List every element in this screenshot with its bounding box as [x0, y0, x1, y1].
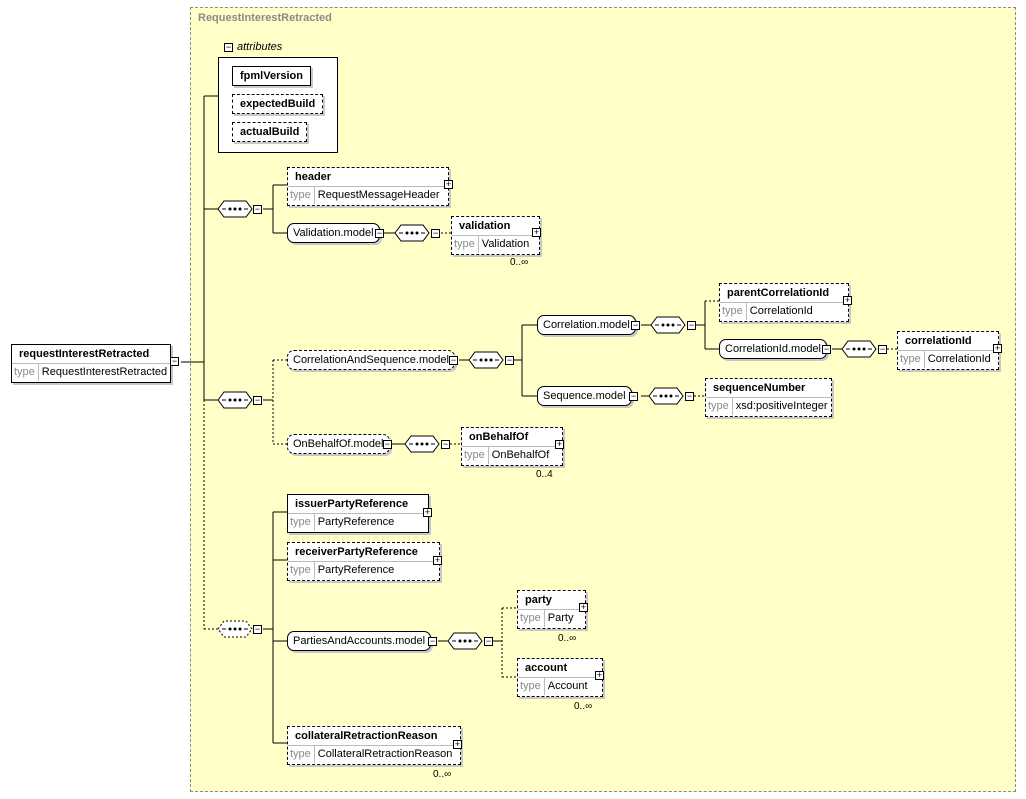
account-expand-toggle[interactable]: +: [595, 670, 604, 680]
correlationid-sequence-collapse-toggle[interactable]: −: [878, 344, 887, 354]
element-correlationid-name: correlationId: [905, 335, 972, 347]
element-onbehalfof-type: OnBehalfOf: [491, 449, 550, 461]
receiverpartyreference-expand-toggle[interactable]: +: [433, 555, 442, 565]
element-issuerpartyreference-type: PartyReference: [317, 516, 395, 528]
type-label: type: [288, 746, 315, 763]
type-label: type: [288, 514, 315, 531]
sequence-1-collapse-toggle[interactable]: −: [253, 204, 262, 214]
type-label: type: [720, 303, 747, 320]
header-expand-toggle[interactable]: +: [444, 179, 453, 189]
element-issuerpartyreference-name: issuerPartyReference: [295, 498, 409, 510]
onbehalfof-sequence-collapse-toggle[interactable]: −: [441, 439, 450, 449]
onbehalfof-expand-toggle[interactable]: +: [555, 439, 564, 449]
validation-expand-toggle[interactable]: +: [532, 227, 541, 237]
sequence-model-sequence-collapse-toggle[interactable]: −: [685, 391, 694, 401]
onbehalfof-model-collapse-toggle[interactable]: −: [383, 439, 392, 449]
type-label: type: [288, 187, 315, 204]
type-label: type: [12, 364, 39, 381]
type-label: type: [518, 610, 545, 627]
collateralretractionreason-expand-toggle[interactable]: +: [453, 739, 462, 749]
party-occurrence: 0..∞: [558, 633, 577, 644]
attributes-collapse-toggle[interactable]: −: [224, 42, 233, 52]
element-parentcorrelationid-type: CorrelationId: [749, 305, 813, 317]
complex-type-title: RequestInterestRetracted: [198, 12, 332, 24]
type-label: type: [706, 398, 733, 415]
parentcorrelationid-expand-toggle[interactable]: +: [843, 295, 852, 305]
account-occurrence: 0..∞: [574, 701, 593, 712]
element-correlationid-type: CorrelationId: [927, 353, 991, 365]
corrseq-model-collapse-toggle[interactable]: −: [449, 355, 458, 365]
element-validation-name: validation: [459, 220, 511, 232]
type-label: type: [288, 562, 315, 579]
element-sequencenumber-type: xsd:positiveInteger: [735, 400, 828, 412]
group-correlationid-model[interactable]: CorrelationId.model: [719, 339, 827, 359]
type-label: type: [898, 351, 925, 368]
element-validation-type: Validation: [481, 238, 530, 250]
party-expand-toggle[interactable]: +: [579, 602, 588, 612]
attribute-actualbuild[interactable]: actualBuild: [232, 122, 308, 142]
group-sequence-model[interactable]: Sequence.model: [537, 386, 632, 406]
sequence-dots: [228, 207, 866, 643]
root-element-type: RequestInterestRetracted: [41, 366, 168, 378]
element-account-name: account: [525, 662, 568, 674]
element-party-type: Party: [547, 612, 574, 624]
element-header-type: RequestMessageHeader: [317, 189, 440, 201]
collateralretractionreason-occurrence: 0..∞: [433, 769, 452, 780]
partiesandaccounts-sequence-collapse-toggle[interactable]: −: [484, 636, 493, 646]
type-label: type: [518, 678, 545, 695]
element-receiverpartyreference-type: PartyReference: [317, 564, 395, 576]
element-parentcorrelationid-name: parentCorrelationId: [727, 287, 830, 299]
correlationid-expand-toggle[interactable]: +: [993, 343, 1002, 353]
element-collateralretractionreason-type: CollateralRetractionReason: [317, 748, 453, 760]
correlation-sequence-collapse-toggle[interactable]: −: [687, 320, 696, 330]
validation-occurrence: 0..∞: [510, 257, 529, 268]
group-validation-model[interactable]: Validation.model: [287, 223, 380, 243]
element-receiverpartyreference-name: receiverPartyReference: [295, 546, 418, 558]
group-correlation-and-sequence-model[interactable]: CorrelationAndSequence.model: [287, 350, 455, 370]
element-header-name: header: [295, 171, 332, 183]
partiesandaccounts-model-collapse-toggle[interactable]: −: [428, 636, 437, 646]
group-parties-and-accounts-model[interactable]: PartiesAndAccounts.model: [287, 631, 432, 651]
corrseq-sequence-collapse-toggle[interactable]: −: [505, 355, 514, 365]
root-element-name: requestInterestRetracted: [19, 348, 150, 360]
attribute-fpmlversion[interactable]: fpmlVersion: [232, 66, 311, 86]
type-label: type: [452, 236, 479, 253]
root-collapse-toggle[interactable]: −: [170, 356, 179, 366]
type-label: type: [462, 447, 489, 464]
correlation-model-collapse-toggle[interactable]: −: [631, 320, 640, 330]
sequence-model-collapse-toggle[interactable]: −: [629, 391, 638, 401]
correlationid-model-collapse-toggle[interactable]: −: [822, 344, 831, 354]
element-party-name: party: [525, 594, 552, 606]
attribute-expectedbuild[interactable]: expectedBuild: [232, 94, 324, 114]
sequence-2-collapse-toggle[interactable]: −: [253, 395, 262, 405]
sequence-3-collapse-toggle[interactable]: −: [253, 624, 262, 634]
element-collateralretractionreason-name: collateralRetractionReason: [295, 730, 438, 742]
element-sequencenumber-name: sequenceNumber: [713, 382, 806, 394]
attributes-header: attributes: [237, 41, 283, 53]
validation-model-collapse-toggle[interactable]: −: [375, 228, 384, 238]
issuerpartyreference-expand-toggle[interactable]: +: [423, 507, 432, 517]
element-onbehalfof-name: onBehalfOf: [469, 431, 529, 443]
group-onbehalfof-model[interactable]: OnBehalfOf.model: [287, 434, 390, 454]
element-account-type: Account: [547, 680, 588, 692]
validation-sequence-collapse-toggle[interactable]: −: [431, 228, 440, 238]
group-correlation-model[interactable]: Correlation.model: [537, 315, 636, 335]
onbehalfof-occurrence: 0..4: [536, 469, 553, 480]
